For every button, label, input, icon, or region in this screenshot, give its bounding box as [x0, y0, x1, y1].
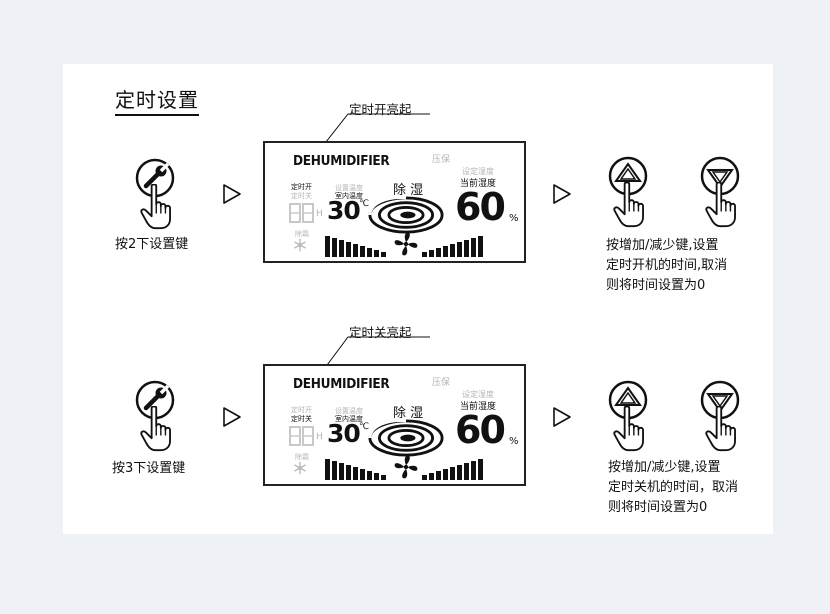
humidity-unit: % — [509, 436, 519, 447]
set-humidity-label: 设定湿度 — [462, 167, 494, 176]
lcd-display: DEHUMIDIFIER 压保 定时开 定时关 设置温度 室内温度 H 除霜 3… — [263, 141, 526, 263]
level-bars-left — [325, 459, 386, 480]
level-bars-left — [325, 236, 386, 257]
humidity-value: 60 — [455, 408, 506, 452]
lcd-display: DEHUMIDIFIER 压保 定时开 定时关 设置温度 室内温度 H 除霜 3… — [263, 364, 526, 486]
level-bars-right — [422, 236, 483, 257]
press-label: 按3下设置键 — [112, 461, 186, 476]
humidity-unit: % — [509, 213, 519, 224]
hour-unit: H — [316, 432, 323, 442]
play-arrow-icon — [552, 183, 572, 205]
defrost-label: 除霜 — [295, 453, 309, 461]
press-label: 按2下设置键 — [115, 237, 189, 252]
instruction-line-2: 定时关机的时间，取消 — [608, 480, 739, 495]
temperature-unit: ℃ — [359, 199, 370, 209]
callout-label: 定时关亮起 — [349, 325, 412, 340]
swirl-icon — [368, 419, 444, 457]
lcd-brand: DEHUMIDIFIER — [293, 153, 390, 169]
hand-icon — [613, 182, 651, 228]
mode-label: 除 湿 — [393, 183, 424, 198]
lcd-brand: DEHUMIDIFIER — [293, 376, 390, 392]
temperature-unit: ℃ — [359, 422, 370, 432]
mode-label: 除 湿 — [393, 406, 424, 421]
pressure-label: 压保 — [432, 155, 451, 165]
current-humidity-label: 当前湿度 — [460, 402, 497, 412]
instruction-line-1: 按增加/减少键,设置 — [606, 238, 719, 253]
hour-digits — [289, 426, 314, 446]
set-humidity-label: 设定湿度 — [462, 390, 494, 399]
page-title: 定时设置 — [115, 84, 199, 116]
defrost-label: 除霜 — [295, 230, 309, 238]
temperature-value: 30 — [327, 196, 361, 225]
hand-icon — [705, 406, 743, 452]
timer-on-label: 定时开 — [291, 406, 312, 414]
instruction-line-3: 则将时间设置为0 — [608, 500, 708, 515]
snowflake-icon — [293, 461, 307, 475]
timer-on-label: 定时开 — [291, 183, 312, 191]
hand-icon — [613, 406, 651, 452]
pressure-label: 压保 — [432, 378, 451, 388]
hour-digits — [289, 203, 314, 223]
instruction-line-1: 按增加/减少键,设置 — [608, 460, 721, 475]
snowflake-icon — [293, 238, 307, 252]
instruction-line-2: 定时开机的时间,取消 — [606, 258, 728, 273]
fan-icon — [393, 454, 419, 480]
humidity-value: 60 — [455, 185, 506, 229]
set-temp-label: 设置温度 — [335, 184, 363, 192]
play-arrow-icon — [222, 183, 242, 205]
swirl-icon — [368, 196, 444, 234]
hand-icon — [705, 182, 743, 228]
set-temp-label: 设置温度 — [335, 407, 363, 415]
hour-unit: H — [316, 209, 323, 219]
instruction-line-3: 则将时间设置为0 — [606, 278, 706, 293]
timer-off-label: 定时关 — [291, 192, 312, 200]
hand-icon — [140, 406, 178, 452]
fan-icon — [393, 231, 419, 257]
room-temp-label: 室内温度 — [335, 415, 363, 423]
timer-off-label: 定时关 — [291, 415, 312, 423]
play-arrow-icon — [552, 406, 572, 428]
current-humidity-label: 当前湿度 — [460, 179, 497, 189]
room-temp-label: 室内温度 — [335, 192, 363, 200]
hand-icon — [140, 184, 178, 230]
temperature-value: 30 — [327, 419, 361, 448]
callout-label: 定时开亮起 — [349, 102, 412, 117]
play-arrow-icon — [222, 406, 242, 428]
level-bars-right — [422, 459, 483, 480]
